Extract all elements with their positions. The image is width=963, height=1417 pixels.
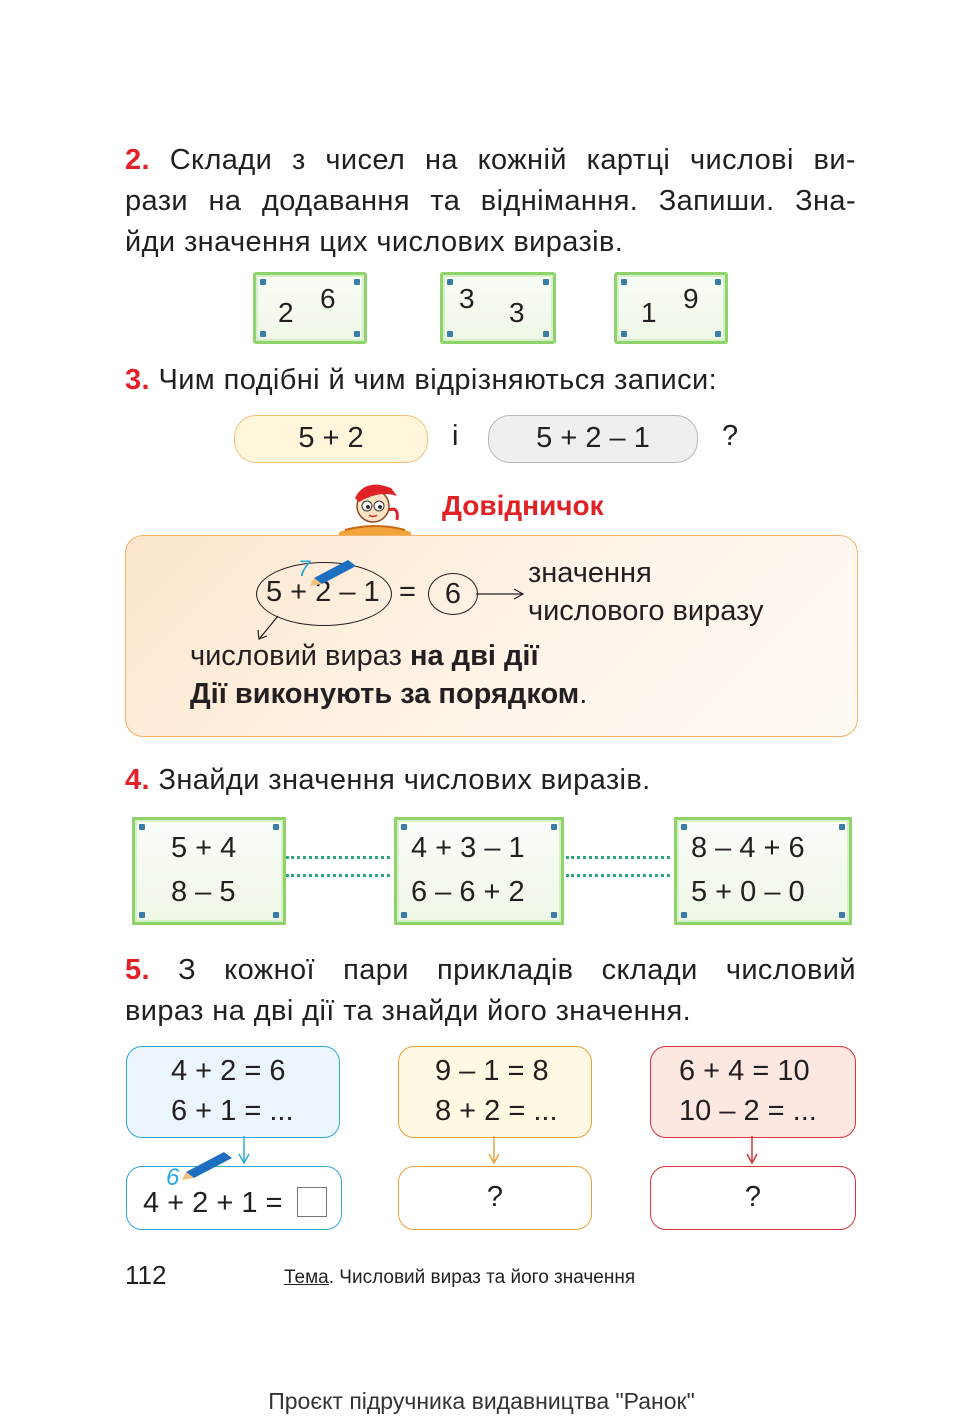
pencil-digit: 7	[298, 556, 311, 581]
reference-title: Довідничок	[442, 490, 604, 521]
arrow-to-value-label	[476, 586, 526, 602]
expression-row: 5 + 4	[171, 832, 237, 864]
pencil-digit: 6	[166, 1164, 180, 1191]
reference-value: 6	[428, 573, 478, 615]
task-2-line-2: рази на додавання та віднімання. Запиши.…	[125, 185, 856, 217]
example-pair-3: 6 + 4 = 10 10 – 2 = ...	[650, 1046, 856, 1138]
task-5-text: 5. З кожної пари прикладів склади числов…	[125, 950, 856, 1032]
task-4-text: 4. Знайди значення числових виразів.	[125, 764, 651, 796]
expression-card-3: 8 – 4 + 6 5 + 0 – 0	[674, 817, 852, 925]
down-arrow-icon	[745, 1136, 759, 1166]
expression-row: 5 + 0 – 0	[691, 876, 805, 908]
topic-line: Тема. Числовий вираз та його значення	[284, 1267, 636, 1288]
card-number: 6	[320, 283, 336, 314]
number-card-2: 3 3	[440, 272, 556, 344]
rule-text: Дії виконують за порядком.	[190, 678, 588, 710]
value-label: значення числового виразу	[528, 557, 764, 627]
answer-box-3[interactable]: ?	[650, 1166, 856, 1230]
pencil-icon	[300, 556, 360, 586]
task-3-number: 3.	[125, 364, 150, 396]
task-5-number: 5.	[125, 954, 150, 986]
task-2-line-3: йди значення цих числових виразів.	[125, 226, 624, 258]
expression-card-1: 5 + 4 8 – 5	[132, 817, 286, 925]
answer-dotted-line	[566, 856, 670, 859]
down-arrow-icon	[237, 1136, 251, 1166]
boy-reading-icon	[335, 476, 415, 538]
task-2-line-1: 2. Склади з чисел на кожній картці число…	[125, 144, 856, 176]
project-caption: Проєкт підручника видавництва "Ранок"	[268, 1388, 695, 1414]
expression-ellipse	[256, 562, 392, 626]
expression-row: 8 – 5	[171, 876, 236, 908]
answer-dotted-line	[286, 874, 390, 877]
expression-row: 8 – 4 + 6	[691, 832, 805, 864]
card-number: 1	[641, 297, 657, 328]
question-mark: ?	[722, 420, 739, 452]
answer-dotted-line	[566, 874, 670, 877]
task-3-text: 3. Чим подібні й чим відрізняються запис…	[125, 364, 718, 396]
number-card-1: 2 6	[253, 272, 367, 344]
down-arrow-icon	[487, 1136, 501, 1166]
task-5-line-2: вираз на дві дії та знайди його значення…	[125, 995, 692, 1027]
expression-row: 4 + 3 – 1	[411, 832, 525, 864]
card-number: 3	[459, 283, 475, 314]
expression-card-2: 4 + 3 – 1 6 – 6 + 2	[394, 817, 564, 925]
task-4-number: 4.	[125, 764, 150, 796]
empty-answer-square[interactable]	[297, 1187, 327, 1217]
answer-box-2[interactable]: ?	[398, 1166, 592, 1230]
task-5-line-1: 5. З кожної пари прикладів склади числов…	[125, 954, 857, 986]
example-pair-1: 4 + 2 = 6 6 + 1 = ...	[126, 1046, 340, 1138]
card-number: 2	[278, 297, 294, 328]
task-2-text: 2. Склади з чисел на кожній картці число…	[125, 140, 856, 263]
number-card-3: 1 9	[614, 272, 728, 344]
card-number: 3	[509, 297, 525, 328]
expression-label: числовий вираз на дві дії	[190, 640, 539, 672]
arrow-to-expression-label	[254, 614, 284, 642]
answer-dotted-line	[286, 856, 390, 859]
reference-equals: =	[399, 576, 416, 608]
conjunction: і	[452, 420, 459, 452]
example-pair-2: 9 – 1 = 8 8 + 2 = ...	[398, 1046, 592, 1138]
reference-box	[125, 535, 858, 737]
card-number: 9	[683, 283, 699, 314]
page-number: 112	[125, 1260, 167, 1290]
expression-pill-2: 5 + 2 – 1	[488, 415, 698, 463]
pencil-icon	[170, 1148, 236, 1182]
expression-row: 6 – 6 + 2	[411, 876, 525, 908]
expression-pill-1: 5 + 2	[234, 415, 428, 463]
answer-box-1[interactable]: 4 + 2 + 1 =	[126, 1166, 342, 1230]
task-2-number: 2.	[125, 144, 150, 176]
